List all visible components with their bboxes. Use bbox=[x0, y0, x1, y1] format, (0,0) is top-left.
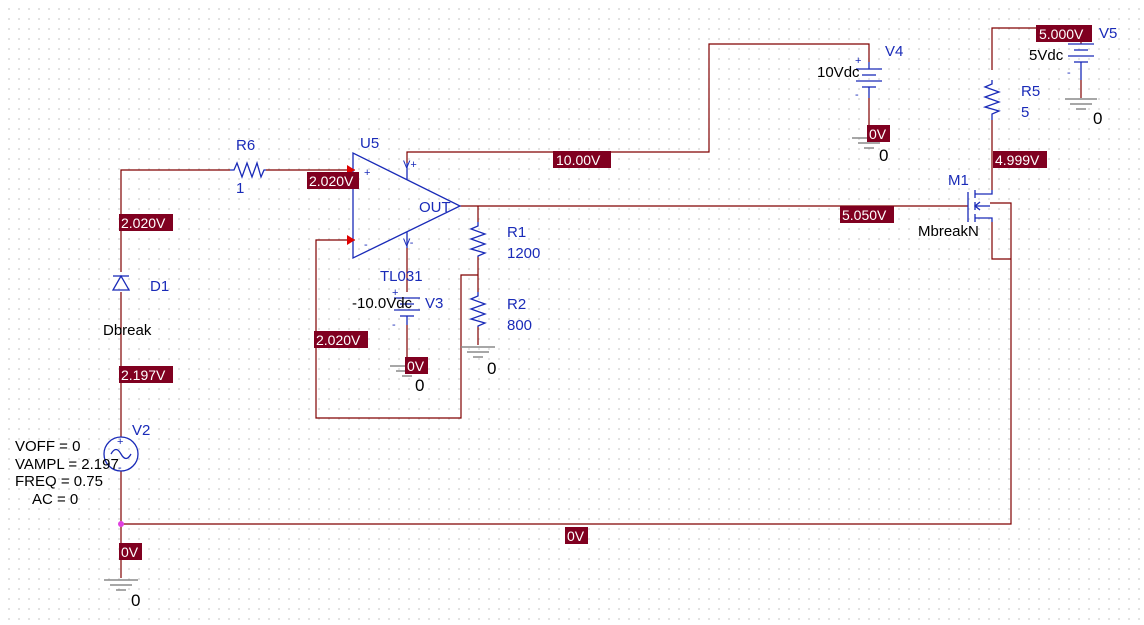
d1-model: Dbreak bbox=[103, 322, 152, 339]
m1-model: MbreakN bbox=[918, 223, 979, 240]
voltage-marker-diode-top[interactable]: 2.020V bbox=[119, 214, 173, 231]
resistor-r1[interactable]: R1 1200 bbox=[468, 222, 540, 262]
voltage-marker-gnd-node[interactable]: 0V bbox=[119, 543, 142, 560]
ground-main-label: 0 bbox=[131, 591, 140, 610]
v3-ref: V3 bbox=[425, 295, 443, 312]
r5-ref: R5 bbox=[1021, 83, 1040, 100]
r2-ref: R2 bbox=[507, 296, 526, 313]
voltage-marker-v3-neg[interactable]: 0V bbox=[405, 357, 428, 374]
wire-r6-diode[interactable] bbox=[120, 169, 230, 272]
voltage-marker-drain[interactable]: 4.999V bbox=[993, 151, 1047, 168]
v3-plus: + bbox=[392, 287, 398, 299]
wire-vplus-rail[interactable] bbox=[406, 43, 870, 163]
r1-ref: R1 bbox=[507, 224, 526, 241]
d1-ref: D1 bbox=[150, 278, 169, 295]
voltage-marker-noninv[interactable]: 2.020V bbox=[307, 172, 359, 189]
v4-minus: - bbox=[855, 89, 859, 101]
ground-v5-label: 0 bbox=[1093, 109, 1102, 128]
ground-v4-label: 0 bbox=[879, 146, 888, 165]
ground-main: 0 bbox=[104, 579, 140, 610]
mosfet-m1[interactable]: M1 MbreakN bbox=[918, 172, 993, 240]
v3-value: -10.0Vdc bbox=[352, 295, 413, 312]
u5-out-pin: OUT bbox=[419, 199, 451, 216]
v3-minus: - bbox=[392, 319, 396, 331]
wires bbox=[120, 27, 1082, 578]
r1-value: 1200 bbox=[507, 245, 540, 262]
r6-ref: R6 bbox=[236, 137, 255, 154]
svg-text:0V: 0V bbox=[121, 544, 139, 560]
ground-r2-label: 0 bbox=[487, 359, 496, 378]
resistor-r5[interactable]: R5 5 bbox=[982, 80, 1040, 121]
battery-v3[interactable]: + - -10.0Vdc V3 bbox=[352, 287, 443, 331]
v4-ref: V4 bbox=[885, 43, 903, 60]
u5-ref: U5 bbox=[360, 135, 379, 152]
svg-text:0V: 0V bbox=[869, 126, 887, 142]
wire-source[interactable] bbox=[991, 222, 1011, 260]
wire-feedback[interactable] bbox=[315, 239, 478, 419]
battery-v4[interactable]: + - V4 10Vdc bbox=[817, 43, 903, 101]
m1-ref: M1 bbox=[948, 172, 969, 189]
v5-ref: V5 bbox=[1099, 25, 1117, 42]
v5-value: 5Vdc bbox=[1029, 47, 1064, 64]
svg-text:10.00V: 10.00V bbox=[556, 152, 601, 168]
svg-text:0V: 0V bbox=[567, 528, 585, 544]
ground-r2: 0 bbox=[461, 346, 496, 378]
ground-v3-label: 0 bbox=[415, 376, 424, 395]
v2-voff: VOFF = 0 bbox=[15, 438, 80, 455]
u5-plus-pin: + bbox=[364, 167, 370, 179]
source-v2[interactable]: + - V2 VOFF = 0 VAMPL = 2.197 FREQ = 0.7… bbox=[15, 422, 150, 508]
svg-text:2.197V: 2.197V bbox=[121, 367, 166, 383]
voltage-marker-vplus-rail[interactable]: 10.00V bbox=[553, 151, 611, 168]
v2-ac: AC = 0 bbox=[32, 491, 78, 508]
v5-minus: - bbox=[1067, 67, 1071, 79]
r2-value: 800 bbox=[507, 317, 532, 334]
ground-v4: 0 bbox=[852, 137, 888, 165]
v2-plus: + bbox=[117, 436, 123, 448]
r5-value: 5 bbox=[1021, 104, 1029, 121]
voltage-marker-inv[interactable]: 2.020V bbox=[314, 331, 368, 348]
ground-v5: 0 bbox=[1065, 98, 1102, 128]
r6-value: 1 bbox=[236, 180, 244, 197]
voltage-marker-v5-top[interactable]: 5.000V bbox=[1036, 25, 1092, 42]
v4-plus: + bbox=[855, 55, 861, 67]
node-dot bbox=[118, 521, 124, 527]
svg-text:5.050V: 5.050V bbox=[842, 207, 887, 223]
svg-text:5.000V: 5.000V bbox=[1039, 26, 1084, 42]
v2-minus: - bbox=[118, 462, 122, 474]
svg-text:2.020V: 2.020V bbox=[121, 215, 166, 231]
u5-vminus-pin: V- bbox=[403, 237, 414, 249]
svg-text:0V: 0V bbox=[407, 358, 425, 374]
voltage-marker-gate[interactable]: 5.050V bbox=[840, 206, 894, 223]
svg-text:2.020V: 2.020V bbox=[316, 332, 361, 348]
resistor-r6[interactable]: R6 1 bbox=[230, 137, 266, 197]
opamp-u5[interactable]: U5 + - V+ V- OUT TL031 bbox=[347, 135, 462, 285]
voltage-marker-v4-neg[interactable]: 0V bbox=[867, 125, 890, 142]
u5-model: TL031 bbox=[380, 268, 423, 285]
v2-vampl: VAMPL = 2.197 bbox=[15, 456, 119, 473]
voltage-marker-bottom-rail[interactable]: 0V bbox=[565, 527, 588, 544]
v4-value: 10Vdc bbox=[817, 64, 860, 81]
u5-vplus-pin: V+ bbox=[403, 159, 417, 171]
resistor-r2[interactable]: R2 800 bbox=[468, 292, 532, 334]
svg-text:4.999V: 4.999V bbox=[995, 152, 1040, 168]
v2-ref: V2 bbox=[132, 422, 150, 439]
diode-d1[interactable]: D1 Dbreak bbox=[103, 274, 169, 339]
wire-bottom-rail[interactable] bbox=[121, 202, 1012, 525]
svg-text:2.020V: 2.020V bbox=[309, 173, 354, 189]
v2-freq: FREQ = 0.75 bbox=[15, 473, 103, 490]
voltage-marker-diode-bottom[interactable]: 2.197V bbox=[119, 366, 173, 383]
u5-minus-pin: - bbox=[364, 239, 368, 251]
